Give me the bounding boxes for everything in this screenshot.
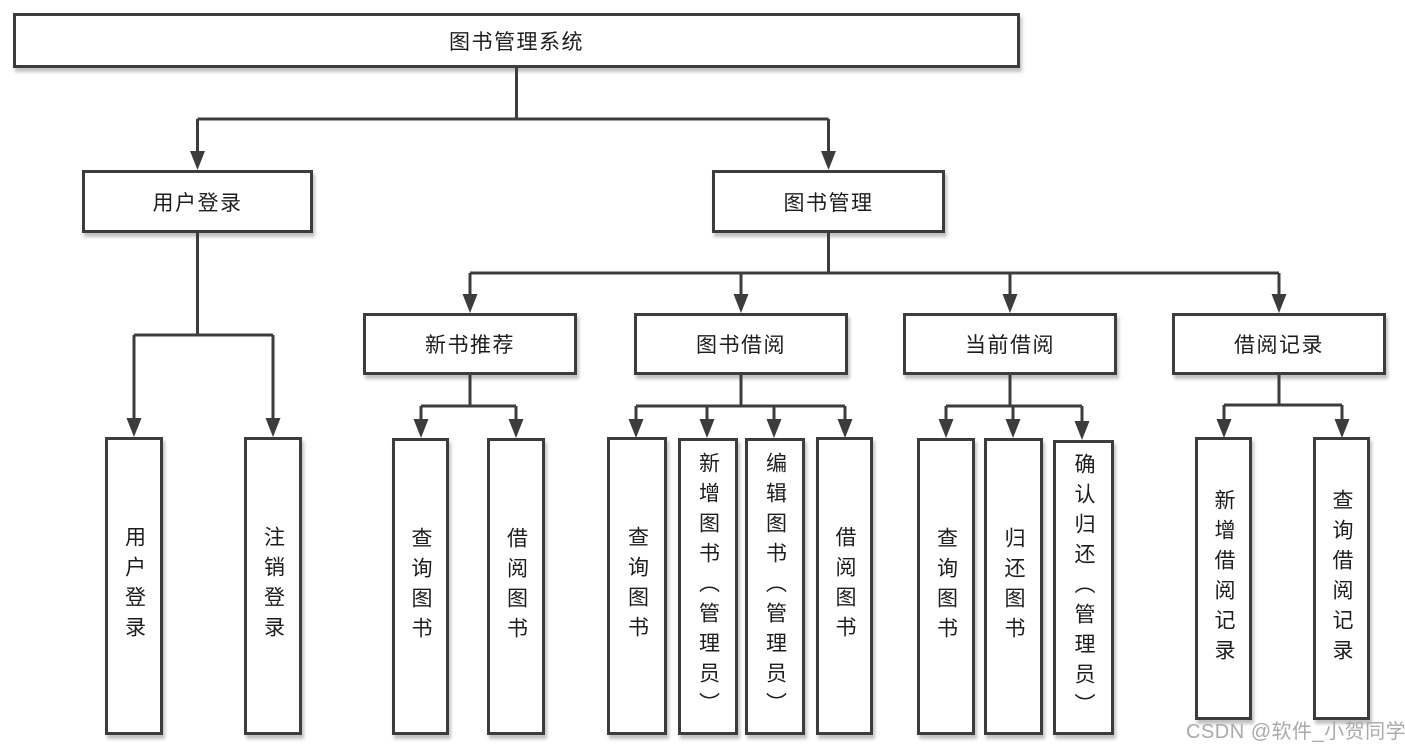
csdn-watermark: CSDN @软件_小贺同学 [1186, 721, 1405, 743]
leaf-confirm-return-admin-label: 确认归还（管理员） [1072, 452, 1095, 723]
arrow-down-icon [265, 418, 281, 437]
arrow-down-icon [1002, 294, 1018, 313]
arrow-down-icon [1216, 419, 1232, 438]
leaf-query-borrow-record-label: 查询借阅记录 [1330, 488, 1353, 669]
arrow-down-icon [938, 419, 954, 438]
arrow-down-icon [1271, 294, 1287, 313]
arrow-down-icon [126, 418, 142, 437]
leaf-recommend-borrow-books: 借阅图书 [487, 438, 545, 735]
leaf-user-login-label: 用户登录 [122, 526, 146, 646]
leaf-borrowing-query-books-label: 查询图书 [625, 526, 649, 646]
leaf-query-borrow-record: 查询借阅记录 [1313, 437, 1370, 720]
leaf-current-query-books: 查询图书 [917, 438, 975, 735]
node-new-book-recommend-label: 新书推荐 [425, 334, 515, 357]
wire-borrowing-to-leaves [634, 375, 847, 421]
leaf-recommend-borrow-books-label: 借阅图书 [504, 526, 528, 647]
leaf-borrowing-borrow-books-label: 借阅图书 [833, 526, 856, 646]
arrow-down-icon [462, 294, 478, 313]
leaf-return-books: 归还图书 [984, 438, 1043, 735]
node-user-login-label: 用户登录 [152, 191, 243, 215]
node-book-borrowing-label: 图书借阅 [696, 334, 786, 357]
node-book-management-label: 图书管理 [783, 191, 874, 215]
leaf-confirm-return-admin: 确认归还（管理员） [1053, 440, 1114, 735]
node-current-borrowing: 当前借阅 [903, 313, 1117, 375]
wire-current-to-leaves [944, 375, 1084, 423]
leaf-recommend-query-books-label: 查询图书 [409, 526, 432, 647]
wire-userlogin-to-leaves [132, 233, 275, 420]
arrow-down-icon [766, 419, 782, 438]
wire-records-to-leaves [1222, 375, 1344, 421]
node-root-label: 图书管理系统 [449, 30, 584, 54]
arrow-down-icon [837, 419, 853, 438]
node-book-borrowing: 图书借阅 [634, 313, 848, 375]
leaf-borrowing-borrow-books: 借阅图书 [816, 437, 873, 735]
node-borrowing-records: 借阅记录 [1172, 313, 1386, 375]
leaf-logout: 注销登录 [244, 437, 302, 735]
leaf-add-books-admin-label: 新增图书（管理员） [696, 451, 720, 722]
node-book-management: 图书管理 [712, 170, 945, 233]
leaf-edit-books-admin: 编辑图书（管理员） [745, 438, 805, 735]
leaf-user-login: 用户登录 [105, 437, 163, 735]
arrow-down-icon [733, 294, 749, 313]
wire-bookmgmt-to-level3 [468, 233, 1281, 296]
arrow-down-icon [699, 419, 715, 438]
leaf-borrowing-query-books: 查询图书 [607, 437, 667, 735]
node-root: 图书管理系统 [13, 13, 1020, 68]
arrow-down-icon [1005, 419, 1021, 438]
leaf-current-query-books-label: 查询图书 [934, 526, 958, 647]
arrow-down-icon [413, 419, 429, 438]
leaf-add-borrow-record-label: 新增借阅记录 [1212, 488, 1235, 669]
wire-recommend-to-leaves [419, 375, 518, 421]
leaf-add-borrow-record: 新增借阅记录 [1195, 437, 1252, 720]
wire-root-to-level2 [196, 68, 830, 152]
arrow-down-icon [821, 151, 836, 170]
node-new-book-recommend: 新书推荐 [363, 313, 577, 375]
arrow-down-icon [508, 419, 524, 438]
node-user-login: 用户登录 [82, 170, 313, 233]
leaf-add-books-admin: 新增图书（管理员） [678, 438, 738, 735]
arrow-down-icon [1334, 419, 1350, 438]
leaf-logout-label: 注销登录 [261, 526, 285, 646]
leaf-edit-books-admin-label: 编辑图书（管理员） [763, 451, 787, 722]
arrow-down-icon [628, 419, 644, 438]
arrow-down-icon [190, 151, 205, 170]
leaf-return-books-label: 归还图书 [1002, 526, 1025, 647]
node-current-borrowing-label: 当前借阅 [965, 334, 1055, 357]
arrow-down-icon [1074, 421, 1090, 440]
node-borrowing-records-label: 借阅记录 [1234, 334, 1324, 357]
leaf-recommend-query-books: 查询图书 [392, 438, 449, 735]
